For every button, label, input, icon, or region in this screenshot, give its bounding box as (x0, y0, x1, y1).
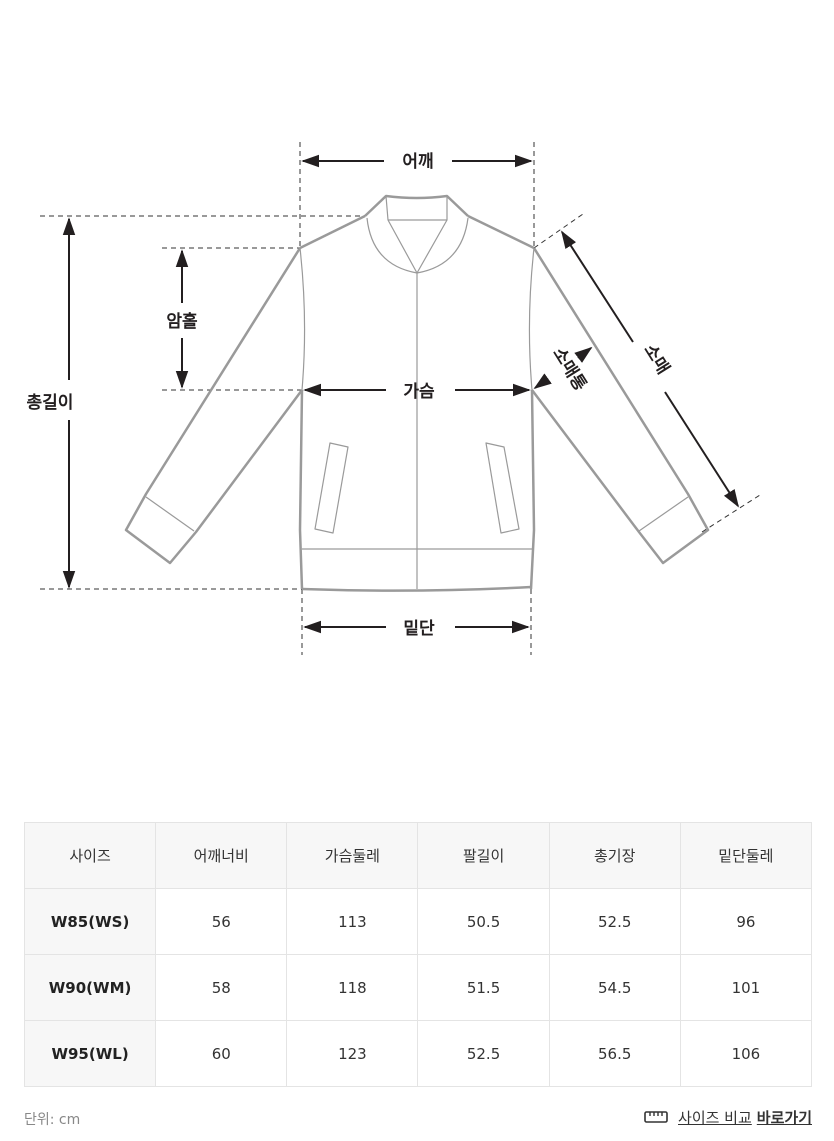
unit-label: 단위: cm (24, 1112, 81, 1128)
header-total-length: 총기장 (548, 822, 681, 889)
jacket-diagram-svg: 어깨 총길이 암홀 가슴 밑단 소매 소매통 (27, 142, 761, 655)
size-cell: W85(WS) (23, 888, 157, 955)
value-cell: 50.5 (417, 888, 550, 955)
size-table: 사이즈 어깨너비 가슴둘레 팔길이 총기장 밑단둘레 W85(WS) 56 11… (23, 822, 813, 1087)
value-cell: 52.5 (417, 1020, 550, 1087)
value-cell: 101 (679, 954, 813, 1021)
header-chest: 가슴둘레 (286, 822, 419, 889)
header-size: 사이즈 (23, 822, 157, 889)
jacket-outline (124, 194, 710, 592)
value-cell: 51.5 (417, 954, 550, 1021)
measurement-diagram: 어깨 총길이 암홀 가슴 밑단 소매 소매통 (27, 142, 761, 655)
value-cell: 56.5 (548, 1020, 681, 1087)
value-cell: 123 (286, 1020, 419, 1087)
table-row: W90(WM) 58 118 51.5 54.5 101 (23, 954, 813, 1021)
value-cell: 106 (679, 1020, 813, 1087)
size-cell: W95(WL) (23, 1020, 157, 1087)
label-hem: 밑단 (403, 619, 435, 639)
table-header-row: 사이즈 어깨너비 가슴둘레 팔길이 총기장 밑단둘레 (23, 822, 813, 889)
value-cell: 52.5 (548, 888, 681, 955)
table-row: W95(WL) 60 123 52.5 56.5 106 (23, 1020, 813, 1087)
measure-arrows (62, 154, 739, 634)
label-chest: 가슴 (403, 382, 435, 402)
compare-link-text: 사이즈 비교 (678, 1109, 752, 1127)
table-row: W85(WS) 56 113 50.5 52.5 96 (23, 888, 813, 955)
label-shoulder: 어깨 (402, 152, 433, 172)
value-cell: 60 (155, 1020, 288, 1087)
header-hem: 밑단둘레 (679, 822, 813, 889)
value-cell: 58 (155, 954, 288, 1021)
size-compare-link[interactable]: 사이즈 비교 바로가기 (644, 1107, 812, 1128)
ruler-icon (644, 1109, 668, 1127)
value-cell: 118 (286, 954, 419, 1021)
label-armhole: 암홀 (166, 311, 198, 332)
size-cell: W90(WM) (23, 954, 157, 1021)
compare-link-go-text: 바로가기 (756, 1109, 812, 1127)
label-sleeve-width: 소매통 (548, 344, 590, 395)
value-cell: 113 (286, 888, 419, 955)
value-cell: 56 (155, 888, 288, 955)
header-sleeve-length: 팔길이 (417, 822, 550, 889)
guide-lines (40, 142, 761, 655)
header-shoulder-width: 어깨너비 (155, 822, 288, 889)
label-total-length: 총길이 (27, 393, 74, 413)
value-cell: 54.5 (548, 954, 681, 1021)
label-sleeve: 소매 (639, 341, 673, 378)
value-cell: 96 (679, 888, 813, 955)
